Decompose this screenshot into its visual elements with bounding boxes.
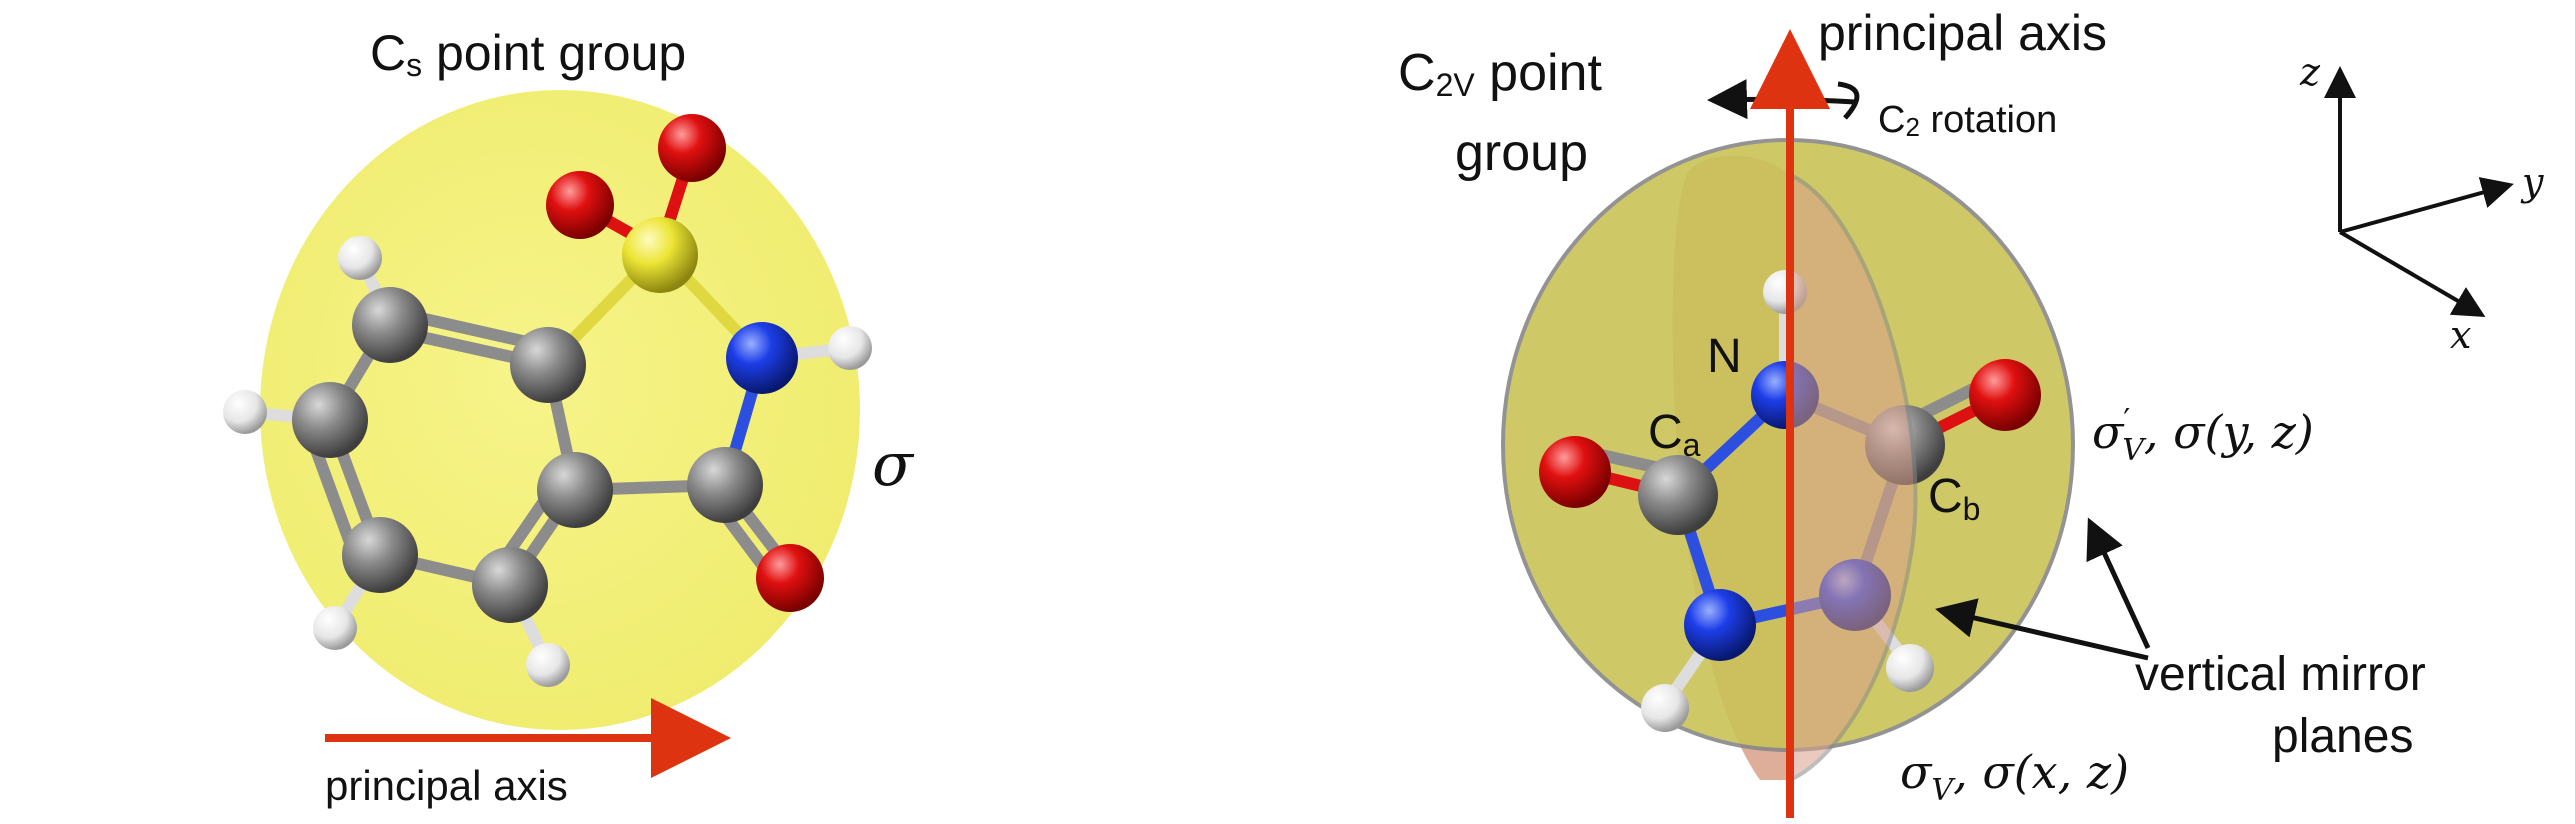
principal-axis-label: principal axis (325, 762, 568, 809)
sulfur-atom (622, 217, 698, 293)
principal-axis-label-right: principal axis (1818, 5, 2107, 61)
atom-label-ca: Ca (1648, 406, 1701, 463)
carbon-atom (472, 547, 548, 623)
oxygen-atom (1539, 436, 1611, 508)
hydrogen-atom (1641, 684, 1689, 732)
z-axis-label: z (2299, 50, 2321, 94)
oxygen-atom (546, 171, 614, 239)
oxygen-atom (756, 544, 824, 612)
oxygen-atom (658, 114, 726, 182)
carbon-atom (687, 447, 763, 523)
nitrogen-atom (1684, 589, 1756, 661)
oxygen-atom (1969, 359, 2041, 431)
mirror-plane-xz-front (1788, 171, 1918, 784)
carbon-atom-a (1638, 455, 1718, 535)
plane-label-sigma-v: σV, σ(x, z) (1900, 745, 2129, 808)
left-panel: Cs point group (223, 25, 915, 809)
hydrogen-atom (313, 606, 357, 650)
carbon-atom (342, 517, 418, 593)
left-atoms (223, 114, 872, 687)
carbon-atom (352, 287, 428, 363)
mirror-planes-label-line1: vertical mirror (2135, 648, 2426, 701)
hydrogen-atom (1886, 644, 1934, 692)
right-title-line1: C2V point (1398, 44, 1602, 103)
hydrogen-atom (526, 643, 570, 687)
y-axis-label: y (2520, 160, 2544, 204)
right-title-line2: group (1455, 124, 1588, 182)
atom-label-n: N (1707, 330, 1742, 383)
x-axis-arrow-icon (2338, 230, 2486, 318)
plane-label-sigma-v-prime: σ′V, σ(y, z) (2092, 403, 2314, 468)
carbon-atom (510, 327, 586, 403)
axes-triad: z y x (2299, 50, 2544, 357)
hydrogen-atom (338, 236, 382, 280)
atom-label-cb: Cb (1928, 470, 1980, 527)
rotation-arc-icon (1837, 81, 1860, 120)
nitrogen-atom (726, 322, 798, 394)
y-axis-arrow-icon (2339, 177, 2514, 234)
hydrogen-atom (223, 390, 267, 434)
carbon-atom (537, 452, 613, 528)
pointer-arrow-icon (2086, 517, 2151, 650)
rotation-arrow-icon (1707, 79, 1856, 120)
mirror-planes-label-line2: planes (2272, 710, 2413, 763)
x-axis-label: x (2450, 313, 2471, 357)
hydrogen-atom (828, 326, 872, 370)
pointer-arrow-icon (1935, 598, 2149, 661)
sigma-label: σ (872, 430, 915, 500)
carbon-atom (292, 382, 368, 458)
left-title: Cs point group (370, 25, 686, 83)
c2-rotation-label: C2 rotation (1878, 99, 2057, 142)
right-panel: C2V point group principal axis C2 rotati… (1398, 5, 2426, 818)
